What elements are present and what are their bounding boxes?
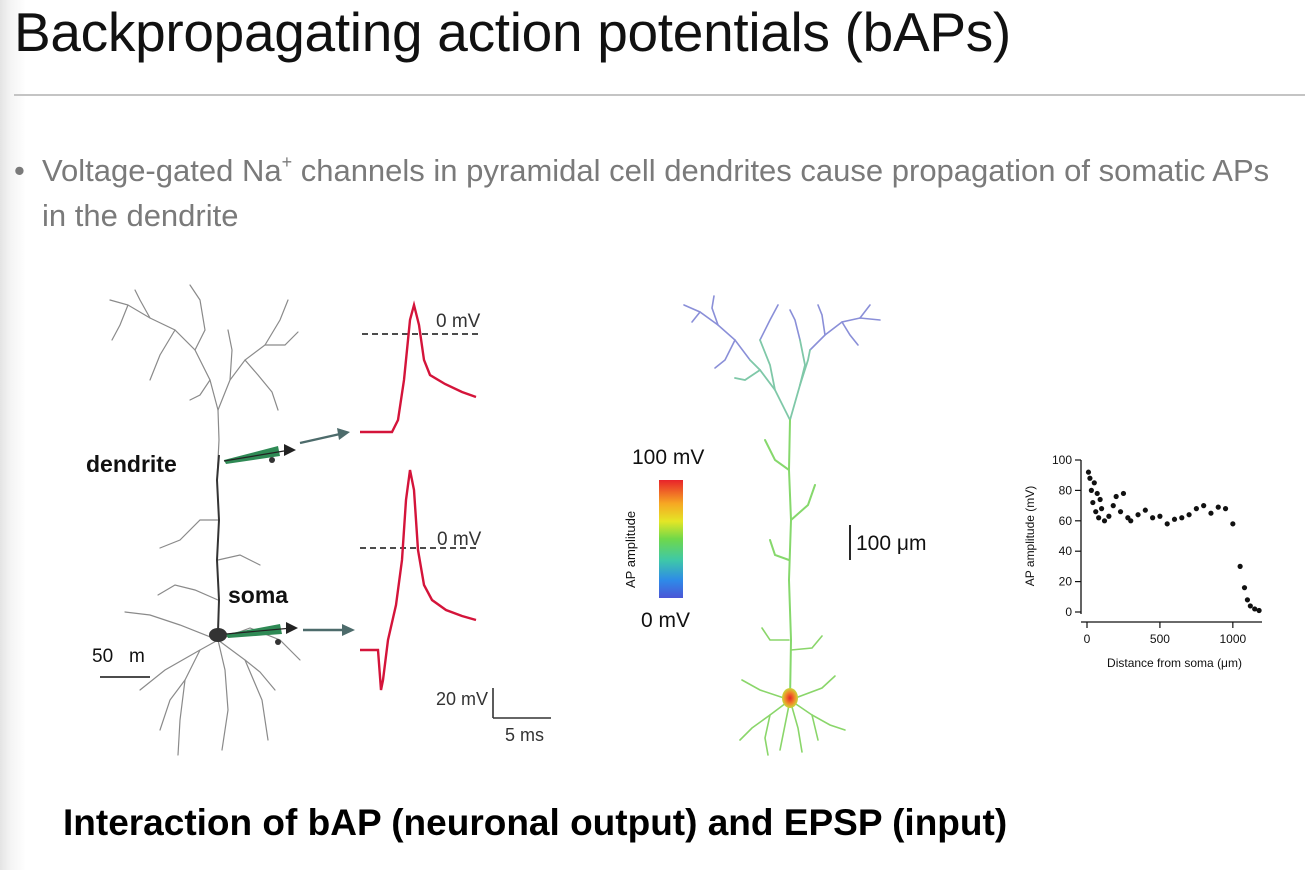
chart-point — [1201, 503, 1207, 509]
chart-point — [1088, 487, 1094, 493]
colorbar-max-label: 100 mV — [632, 446, 704, 469]
chart-point — [1110, 503, 1116, 509]
chart-point — [1128, 518, 1134, 524]
label-scale-time: 5 ms — [505, 725, 544, 745]
chart-y-tick-label: 0 — [1065, 605, 1072, 619]
chart-point — [1186, 512, 1192, 518]
neuron-morphology-gray — [109, 284, 301, 756]
label-scale-length: 50 m — [92, 646, 145, 667]
chart-point — [1164, 521, 1170, 527]
soma-body-gray — [209, 628, 227, 642]
chart-point — [1142, 507, 1148, 513]
chart-point — [1237, 563, 1243, 570]
chart-point — [1256, 607, 1262, 614]
chart-y-tick-label: 80 — [1059, 483, 1073, 497]
chart-point — [1241, 585, 1248, 591]
chart-y-tick-label: 20 — [1059, 575, 1073, 589]
colorbar — [659, 480, 683, 598]
bullet-text-end: channels in pyramidal cell dendrites cau… — [42, 153, 1270, 233]
chart-point — [1157, 513, 1163, 519]
footer-heading: Interaction of bAP (neuronal output) and… — [63, 802, 1008, 843]
chart-point — [1230, 521, 1236, 527]
neuron-morphology-colored — [683, 295, 881, 756]
chart-point — [1171, 516, 1178, 522]
trace-dendrite — [360, 300, 477, 434]
chart-x-tick-label: 0 — [1084, 632, 1091, 646]
chart-point — [1106, 513, 1112, 519]
chart-point — [1117, 509, 1124, 515]
colorbar-min-label: 0 mV — [641, 609, 690, 632]
colorbar-title: AP amplitude — [623, 511, 638, 588]
chart-point — [1094, 490, 1100, 497]
chart-x-tick-label: 500 — [1150, 632, 1170, 646]
chart-y-tick-label: 60 — [1059, 514, 1073, 528]
chart-point — [1179, 515, 1185, 521]
arrow-soma-to-trace — [303, 624, 355, 636]
chart-point — [1193, 506, 1199, 512]
chart-point — [1098, 506, 1105, 512]
trace-soma — [360, 469, 477, 691]
label-dendrite: dendrite — [86, 451, 177, 477]
label-zero-mv-top: 0 mV — [436, 311, 481, 332]
chart-y-tick-label: 40 — [1059, 544, 1073, 558]
chart-y-label: AP amplitude (mV) — [1023, 486, 1037, 586]
bullet-text-start: Voltage-gated Na — [42, 153, 282, 188]
chart-point — [1085, 469, 1092, 475]
label-scale-100um: 100 μm — [856, 532, 926, 555]
chart-point — [1244, 597, 1251, 603]
chart-point — [1087, 475, 1093, 481]
soma-pipette — [225, 622, 298, 645]
dendrite-pipette — [223, 444, 296, 464]
chart-point — [1113, 493, 1119, 500]
chart-y-tick-label: 100 — [1052, 453, 1072, 467]
bullet-marker: • — [14, 153, 25, 188]
apical-trunk-dark — [215, 454, 221, 633]
chart-point — [1091, 480, 1097, 486]
chart-point — [1090, 499, 1096, 506]
label-soma: soma — [228, 582, 288, 608]
soma-hotspot — [782, 688, 798, 708]
label-zero-mv-bottom: 0 mV — [437, 529, 482, 550]
label-scale-voltage: 20 mV — [436, 689, 488, 709]
slide-edge-shadow — [0, 0, 26, 870]
chart-point — [1093, 509, 1099, 515]
chart-point — [1208, 510, 1214, 516]
bullet-item: • Voltage-gated Na+ channels in pyramida… — [14, 148, 1299, 238]
arrow-dendrite-to-trace — [299, 428, 350, 445]
chart-point — [1120, 490, 1127, 497]
chart-point — [1150, 515, 1156, 521]
title-divider — [14, 94, 1305, 96]
chart-x-label: Distance from soma (μm) — [1107, 656, 1242, 670]
chart-point — [1101, 518, 1108, 524]
chart-x-tick-label: 1000 — [1219, 632, 1246, 646]
chart-point — [1222, 506, 1229, 512]
chart-point — [1252, 606, 1258, 612]
chart-point — [1097, 496, 1103, 503]
bullet-text: Voltage-gated Na+ channels in pyramidal … — [42, 148, 1299, 238]
chart-point — [1096, 515, 1102, 521]
slide-title: Backpropagating action potentials (bAPs) — [14, 1, 1011, 63]
chart-point — [1135, 512, 1141, 518]
chart-point — [1247, 603, 1253, 609]
chart-point — [1215, 504, 1221, 510]
bullet-superscript: + — [281, 152, 293, 172]
